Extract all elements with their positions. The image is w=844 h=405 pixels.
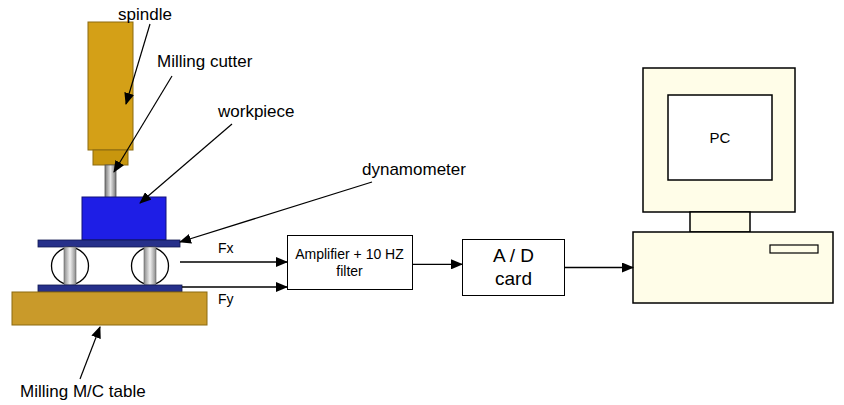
signal-name: Fx [218, 240, 234, 256]
leader-line [140, 124, 232, 203]
part-label: dynamometer [362, 160, 466, 180]
leader-line [80, 327, 100, 379]
ad-card-box: A / D card [462, 239, 565, 297]
part-label: workpiece [218, 102, 295, 122]
sensor-column [144, 247, 156, 285]
part-label: spindle [118, 5, 172, 25]
computer-case [633, 232, 833, 303]
sensor-column [64, 247, 76, 285]
node-text: Amplifier + 10 HZ filter [295, 246, 405, 280]
signal-arrow [565, 267, 633, 268]
leader-line [180, 182, 372, 242]
screen [668, 95, 772, 180]
spindle [88, 22, 133, 150]
drive-slot [770, 245, 818, 253]
node-text: PC [710, 129, 731, 147]
milling-cutter [105, 165, 116, 198]
dynamometer-sensor [52, 248, 89, 285]
monitor [643, 68, 795, 212]
screen-area: PC [668, 95, 772, 180]
workpiece [82, 197, 166, 240]
amplifier-box: Amplifier + 10 HZ filter [287, 235, 413, 290]
dynamometer-top-plate [38, 240, 180, 247]
computer: PC [633, 68, 833, 303]
leader-line [114, 76, 172, 172]
signal-arrow [413, 264, 463, 265]
dynamometer-sensor [132, 248, 169, 285]
part-label: Milling cutter [157, 52, 252, 72]
fx-signal-line [180, 261, 287, 262]
machine-table [12, 292, 207, 325]
leader-line [126, 24, 150, 104]
node-text: A / D card [483, 245, 545, 291]
part-label: Milling M/C table [20, 382, 146, 402]
signal-name: Fy [218, 291, 234, 307]
dynamometer-bottom-plate [38, 285, 182, 292]
fy-signal-line [182, 286, 287, 287]
monitor-stand [690, 212, 750, 232]
